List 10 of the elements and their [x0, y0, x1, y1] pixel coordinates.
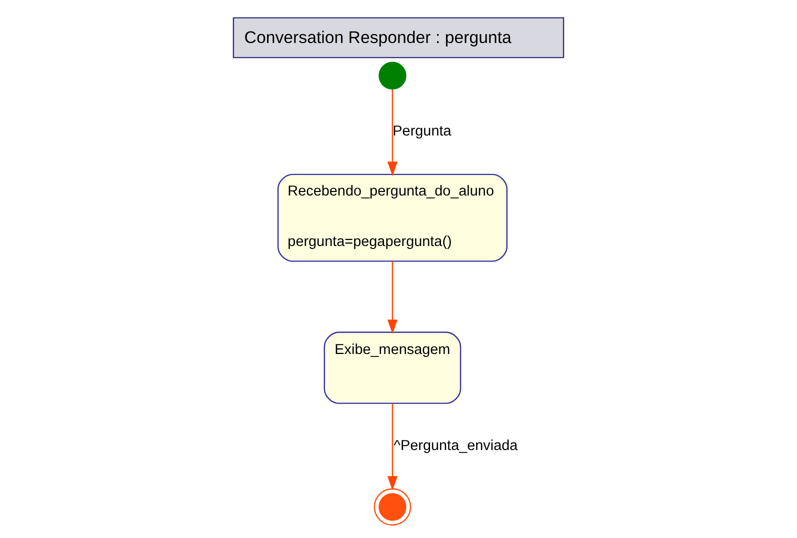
arrow [387, 404, 398, 491]
arrow [387, 89, 398, 176]
node-circle [374, 488, 412, 526]
node-box: Recebendo_pergunta_do_aluno pergunta=pegapergunta() [277, 174, 508, 262]
diagram-title: Conversation Responder : pergunta [244, 28, 512, 47]
edge-label: Pergunta [392, 123, 452, 140]
node-circle [378, 62, 406, 90]
edge-label: ^Pergunta_enviada [394, 438, 518, 454]
arrow [387, 261, 398, 334]
node-box: Exibe_mensagem [324, 332, 462, 404]
